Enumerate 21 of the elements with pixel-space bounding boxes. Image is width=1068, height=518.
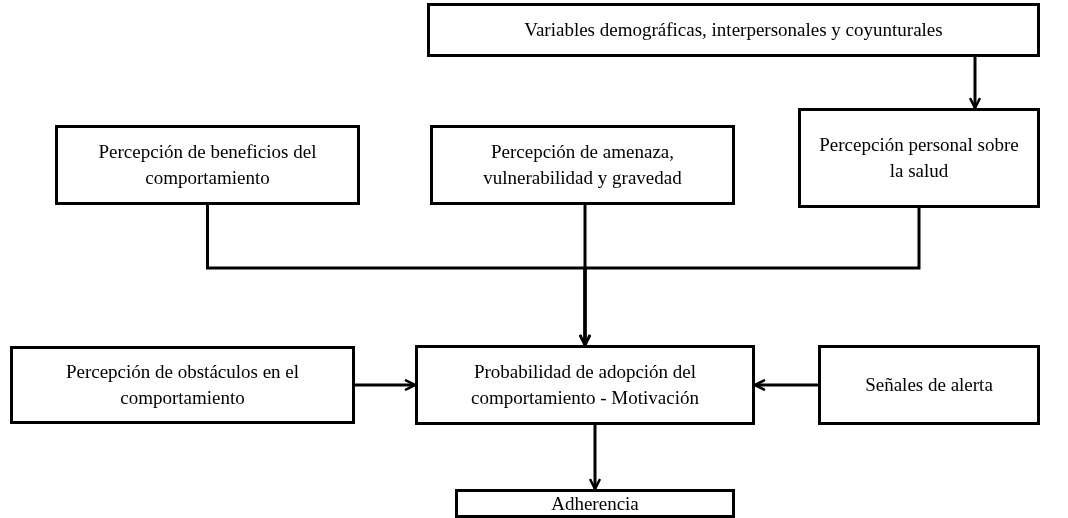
arrow [753,378,818,392]
box-label: Percepción personal sobre la salud [818,133,1020,183]
box-label: Señales de alerta [865,373,993,398]
process-box [455,489,735,518]
arrow [968,57,982,110]
box-label: Percepción de obstáculos en el comportamiento [64,360,301,410]
process-box [10,346,355,424]
process-box [430,125,735,205]
process-box [798,108,1040,208]
box-label: Adherencia [551,491,639,516]
arrow [578,208,921,347]
arrow [588,425,602,491]
arrow [355,378,417,392]
process-box [55,125,360,205]
process-box [427,3,1040,57]
box-label: Variables demográficas, interpersonales y coyunturales [524,18,943,43]
box-label: Probabilidad de adopción del comportamiento - Motivación [470,360,700,410]
box-label: Percepción de amenaza, vulnerabilidad y gravedad [482,140,683,190]
process-box [415,345,755,425]
box-label: Percepción de beneficios del comportamiento [97,140,318,190]
process-box [818,345,1040,425]
